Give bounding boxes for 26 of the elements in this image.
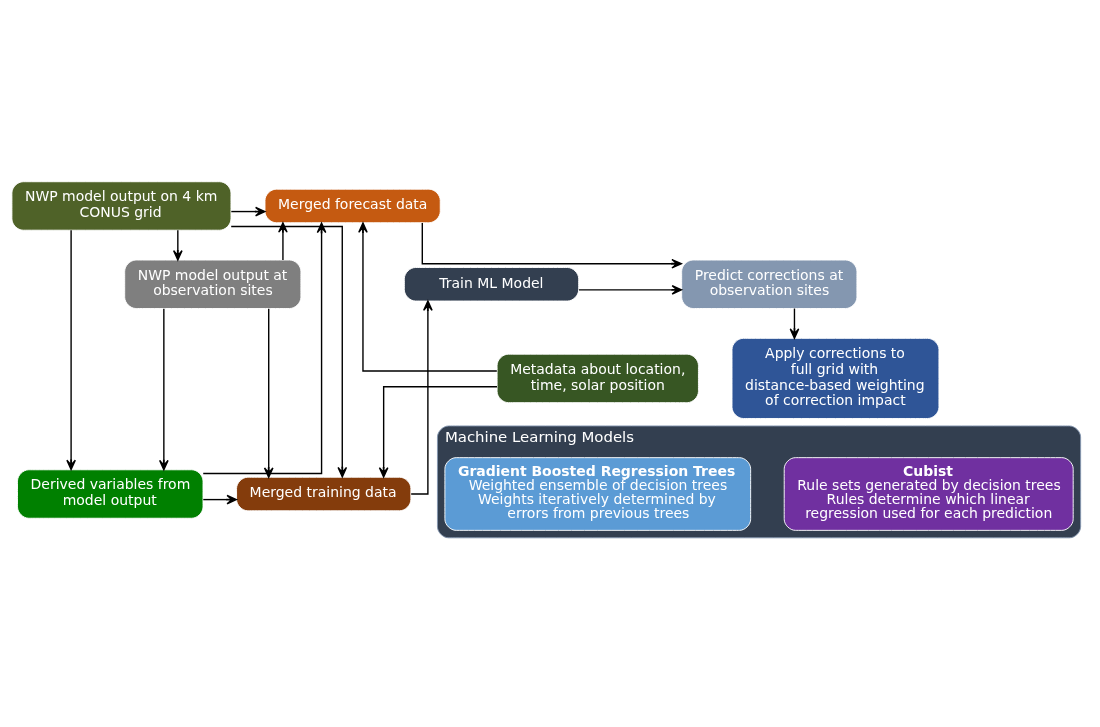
arrow xyxy=(202,494,238,505)
node-box: Merged training data xyxy=(236,476,412,512)
arrow xyxy=(158,308,169,471)
arrow xyxy=(230,225,348,478)
arrow xyxy=(378,386,498,478)
node-box: NWP model output on 4 km CONUS grid xyxy=(11,181,232,231)
arrow xyxy=(421,222,682,269)
node-box: Cubist Rule sets generated by decision trees Rules determine which linear regression used for each prediction xyxy=(783,457,1074,531)
node-box: NWP model output at observation sites xyxy=(124,259,302,309)
arrow xyxy=(66,229,76,471)
node-box: Derived variables from model output xyxy=(17,469,204,519)
node-box: Predict corrections at observation sites xyxy=(681,259,858,309)
arrow xyxy=(789,307,800,339)
arrow xyxy=(202,222,327,475)
node-box: Gradient Boosted Regression Trees Weighted ensemble of decision trees Weights iteratively determined by errors from previous trees xyxy=(444,457,752,531)
node-box: Train ML Model xyxy=(403,267,580,302)
arrow xyxy=(358,222,498,372)
node-box: Merged forecast data xyxy=(264,188,441,224)
arrow xyxy=(263,308,274,478)
arrow xyxy=(172,229,183,261)
arrow xyxy=(230,206,266,217)
node-box: Apply corrections to full grid with distance-based weighting of correction impact xyxy=(731,337,940,419)
arrow xyxy=(578,284,683,295)
arrow xyxy=(410,300,433,495)
node-box: Metadata about location, time, solar position xyxy=(496,353,699,404)
arrow xyxy=(278,222,288,261)
